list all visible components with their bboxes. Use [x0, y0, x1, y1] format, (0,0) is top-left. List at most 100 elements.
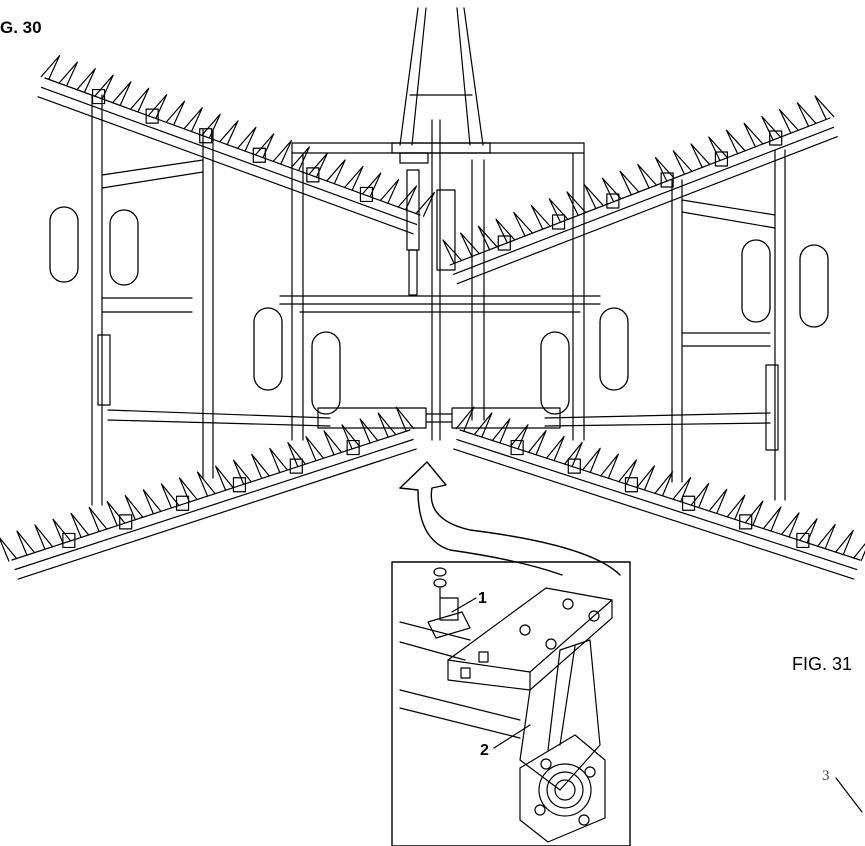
tine-clamp: [289, 458, 303, 474]
tine-tooth: [178, 477, 198, 503]
tine-tooth: [654, 471, 674, 497]
tine-tooth: [397, 185, 418, 211]
tine-tooth: [761, 115, 782, 141]
tine-tooth: [672, 476, 692, 503]
tine-tooth: [377, 412, 397, 438]
tine-tooth: [690, 143, 711, 169]
tine-tooth: [762, 506, 782, 532]
tine-tooth: [305, 436, 325, 462]
tine-tooth: [708, 136, 729, 162]
tine-tooth: [272, 139, 293, 165]
tine-tooth: [495, 218, 516, 244]
callout-part-2: 2: [480, 742, 489, 759]
tine-tooth: [34, 524, 54, 550]
tine-clamp: [681, 495, 696, 511]
side-frames: [91, 94, 786, 506]
tine-bar-line: [456, 136, 838, 285]
lower-crossbar: [107, 407, 771, 429]
tine-tooth: [76, 68, 96, 94]
tine-tooth: [566, 191, 587, 217]
tine-clamp: [551, 214, 566, 230]
figure-label-main: G. 30: [0, 18, 42, 37]
tine-tooth: [183, 107, 203, 133]
tine-tooth: [527, 430, 547, 456]
tine-tooth: [654, 157, 675, 182]
wheels: [49, 206, 829, 415]
tine-clamp: [769, 130, 783, 146]
detail-box: [391, 561, 631, 846]
tine-tooth: [708, 488, 728, 515]
tine-bars: [0, 55, 865, 580]
tine-tooth: [725, 129, 746, 155]
tine-clamp: [567, 458, 581, 474]
tine-bar-line: [11, 429, 411, 561]
tine-tooth: [816, 523, 836, 550]
tine-clamp: [624, 477, 639, 493]
tine-tooth: [780, 512, 800, 538]
tine-tooth: [233, 459, 252, 485]
tine-tooth: [344, 165, 364, 191]
tine-tooth: [165, 100, 186, 126]
tine-clamp: [359, 186, 374, 203]
tine-clamp: [306, 167, 320, 183]
tine-clamp: [346, 439, 360, 456]
tine-tooth: [326, 159, 346, 185]
tine-tooth: [415, 191, 435, 217]
tine-tooth: [88, 506, 108, 533]
tine-bar-line: [14, 438, 414, 571]
tine-tooth: [58, 61, 79, 87]
tine-tooth: [530, 204, 551, 230]
tine-tooth: [379, 178, 400, 204]
tine-tooth: [460, 232, 480, 258]
tine-clamp: [119, 514, 133, 530]
tine-clamp: [199, 128, 213, 144]
tine-bar-line: [44, 77, 421, 216]
detail-leader: [399, 461, 621, 576]
tine-tooth: [853, 543, 865, 562]
tine-clamp: [739, 514, 753, 530]
tine-tooth: [16, 530, 36, 556]
tine-clamp: [62, 532, 76, 549]
tine-tooth: [455, 406, 475, 432]
tine-tooth: [584, 184, 604, 210]
tine-tooth: [94, 74, 114, 100]
callout-part-1: 1: [478, 590, 487, 607]
tine-tooth: [323, 430, 343, 456]
tine-bar-line: [459, 429, 861, 561]
tine-tooth: [491, 418, 511, 444]
tine-tooth: [600, 453, 619, 479]
detail-parts: [399, 567, 863, 843]
tine-clamp: [175, 495, 190, 511]
tine-tooth: [201, 113, 221, 139]
tine-tooth: [726, 494, 746, 520]
tine-bar-line: [37, 96, 414, 235]
tine-tooth: [442, 239, 463, 264]
tine-bar-line: [17, 448, 417, 580]
tine-bar-line: [456, 438, 858, 571]
tine-bar-line: [449, 117, 831, 266]
tine-tooth: [618, 459, 637, 485]
tine-tooth: [637, 163, 658, 189]
drawbar: [391, 7, 491, 164]
tine-tooth: [70, 512, 90, 539]
figure-label-detail: FIG. 31: [792, 654, 853, 674]
tine-tooth: [690, 482, 710, 509]
tine-tooth: [269, 447, 288, 474]
tine-tooth: [744, 500, 764, 526]
tine-clamp: [497, 235, 511, 251]
tine-bar-line: [453, 126, 835, 275]
tine-tooth: [106, 500, 126, 527]
tine-tooth: [129, 87, 150, 113]
tine-tooth: [290, 146, 311, 172]
tine-tooth: [636, 465, 656, 491]
tine-clamp: [796, 532, 810, 549]
tine-tooth: [619, 170, 640, 196]
tine-tooth: [513, 211, 534, 237]
tine-tooth: [52, 518, 72, 544]
tine-tooth: [814, 95, 835, 121]
tine-tooth: [124, 495, 144, 521]
tine-clamp: [606, 193, 620, 209]
tine-tooth: [251, 453, 270, 480]
tine-tooth: [142, 489, 162, 515]
